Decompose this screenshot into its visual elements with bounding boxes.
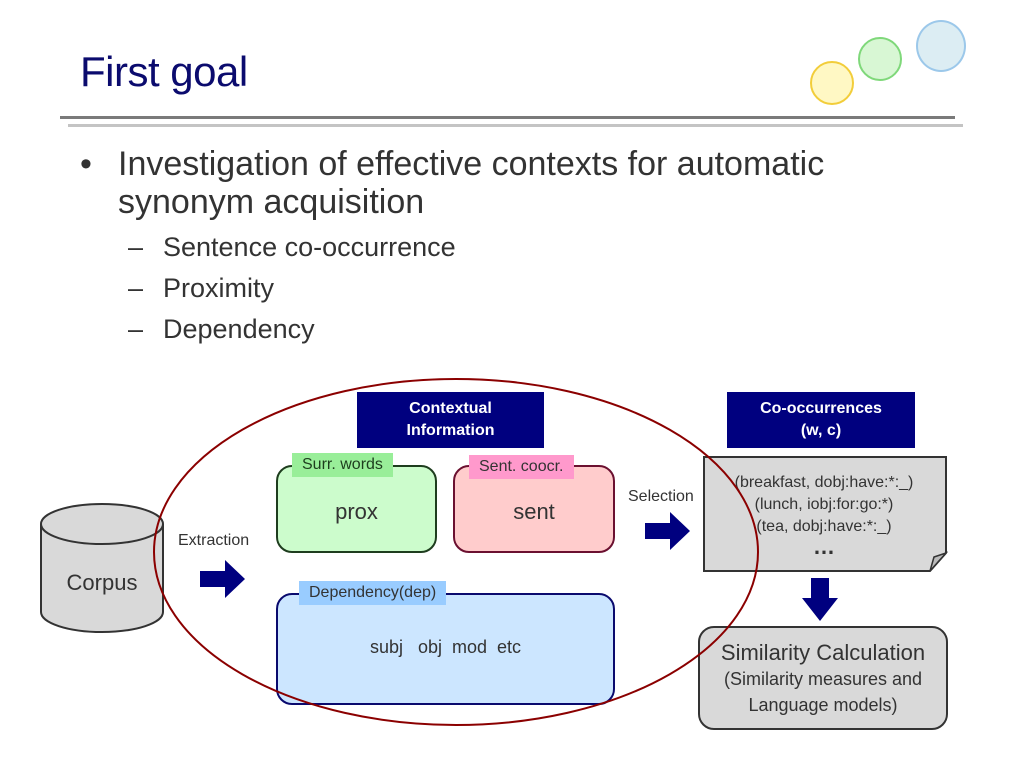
ellipsis: … — [813, 534, 835, 559]
dash-icon: – — [128, 273, 144, 303]
cooccurrences-header: Co-occurrences (w, c) — [727, 392, 915, 448]
bullet-text: Investigation of effective contexts for … — [118, 145, 825, 221]
header-line: Contextual — [409, 400, 492, 417]
similarity-subtitle: Language models) — [748, 695, 898, 715]
blue-circle-icon — [916, 20, 966, 72]
header-line: Information — [406, 422, 495, 439]
header-line: Co-occurrences — [760, 400, 882, 417]
dependency-box: subj obj mod etc — [276, 593, 615, 705]
bullet-icon: • — [80, 145, 92, 183]
dash-icon: – — [128, 314, 144, 344]
cooccurrence-item: (lunch, iobj:for:go:*) — [754, 496, 894, 513]
corpus-label: Corpus — [66, 570, 138, 595]
extraction-label: Extraction — [178, 532, 250, 549]
cooccurrence-item: (tea, dobj:have:*:_) — [756, 518, 892, 535]
green-circle-icon — [858, 37, 902, 81]
dependency-tag: Dependency(dep) — [299, 581, 447, 605]
bullet-list: • Investigation of effective contexts fo… — [80, 145, 960, 350]
dependency-label: subj obj mod etc — [369, 637, 522, 657]
prox-box: prox — [276, 465, 437, 553]
similarity-title: Similarity Calculation — [720, 640, 926, 665]
slide-title: First goal — [80, 48, 248, 95]
cooccurrence-item: (breakfast, dobj:have:*:_) — [734, 474, 914, 491]
prox-label: prox — [335, 499, 378, 524]
bullet-item: • Investigation of effective contexts fo… — [80, 145, 960, 221]
right-arrow-icon — [645, 512, 690, 550]
sent-label: sent — [513, 499, 555, 524]
title-divider — [60, 116, 955, 119]
sub-bullet-text: Sentence co-occurrence — [163, 232, 456, 262]
title-divider-shadow — [68, 124, 963, 127]
cooccurrence-list: (breakfast, dobj:have:*:_) (lunch, iobj:… — [704, 472, 944, 559]
surr-words-tag: Surr. words — [292, 453, 393, 477]
selection-label: Selection — [628, 488, 694, 505]
similarity-calculation-box: Similarity Calculation (Similarity measu… — [698, 626, 948, 730]
header-line: (w, c) — [800, 422, 842, 439]
similarity-subtitle: (Similarity measures and — [723, 669, 923, 689]
sub-bullet-text: Proximity — [163, 273, 275, 303]
corpus-cylinder-icon — [40, 503, 164, 633]
sub-bullet-item: – Proximity — [80, 268, 960, 309]
contextual-information-header: Contextual Information — [357, 392, 544, 448]
dash-icon: – — [128, 232, 144, 262]
sub-bullet-item: – Dependency — [80, 309, 960, 350]
sub-bullet-item: – Sentence co-occurrence — [80, 227, 960, 268]
yellow-circle-icon — [810, 61, 854, 105]
down-arrow-icon — [802, 578, 838, 621]
right-arrow-icon — [200, 560, 245, 598]
sub-bullet-text: Dependency — [163, 314, 315, 344]
sent-coocr-tag: Sent. coocr. — [469, 455, 574, 479]
